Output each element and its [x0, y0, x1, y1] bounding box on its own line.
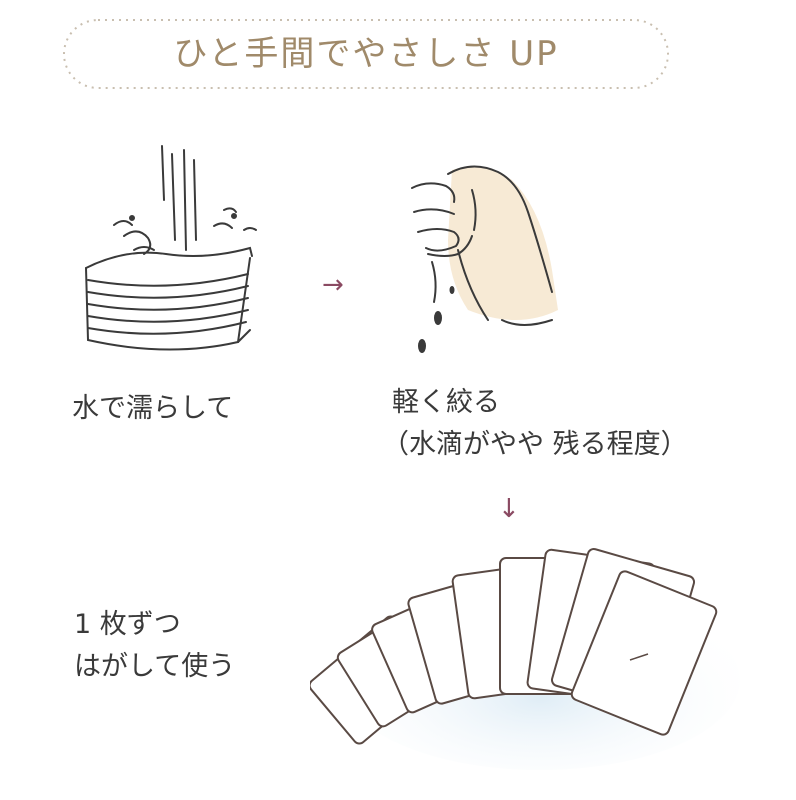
arrow-down: ↓	[498, 494, 520, 524]
step3-note: はがして使う	[74, 651, 236, 682]
wet-wipes-stack-icon	[85, 145, 257, 351]
step3-label: 1 枚ずつ	[74, 609, 181, 640]
title-banner: ひと手間でやさしさ UP	[60, 12, 672, 96]
dotted-frame	[63, 19, 669, 89]
arrow-right: →	[322, 270, 344, 300]
fanned-sheets-icon	[310, 548, 740, 770]
page-title: ひと手間でやさしさ UP	[173, 34, 559, 74]
step2-note: （水滴がやや 残る程度）	[382, 429, 688, 460]
squeezing-hand-icon	[411, 165, 558, 353]
step2-label: 軽く絞る	[392, 387, 500, 418]
step1-label: 水で濡らして	[72, 393, 234, 424]
